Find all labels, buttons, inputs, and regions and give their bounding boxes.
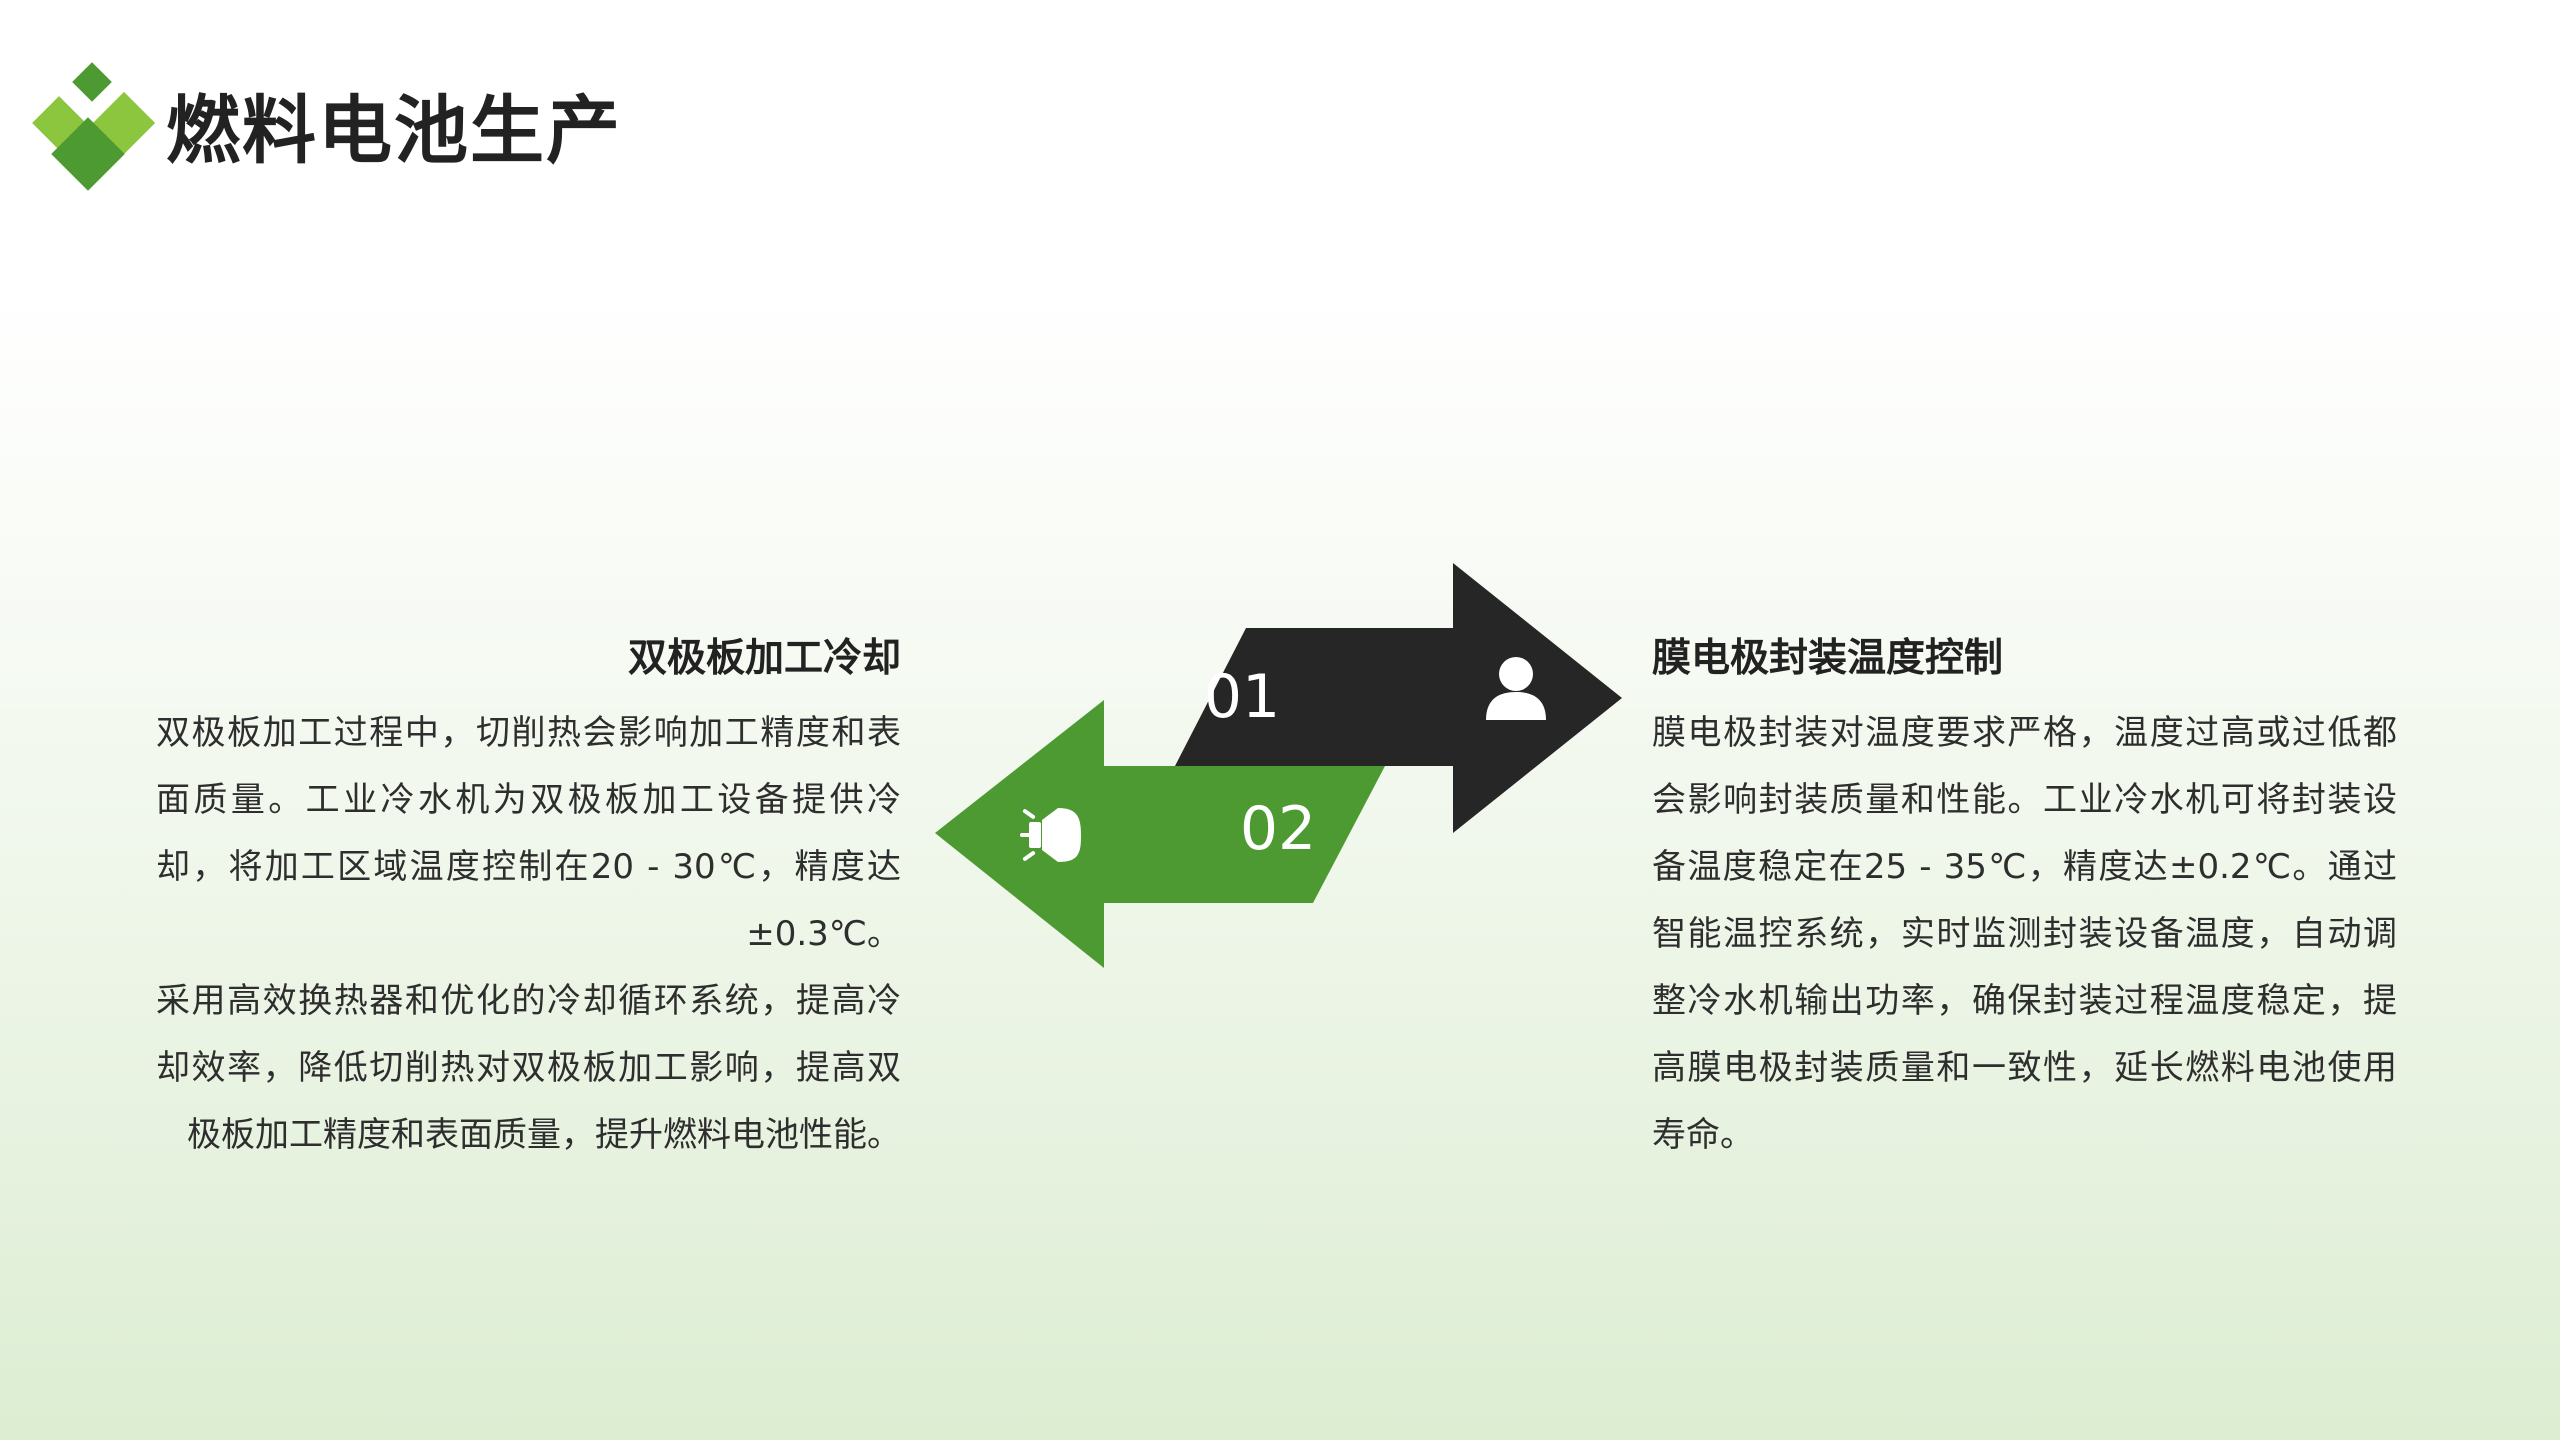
arrow-graphic: 01 02 — [930, 560, 1630, 980]
arrow-01-number: 01 — [1204, 662, 1280, 732]
megaphone-icon — [1020, 808, 1081, 862]
page-header: 燃料电池生产 — [30, 62, 622, 191]
arrow-02-body — [935, 700, 1385, 968]
right-section-paragraph-1: 膜电极封装对温度要求严格，温度过高或过低都会影响封装质量和性能。工业冷水机可将封… — [1652, 713, 2397, 1155]
left-section-paragraph-1: 双极板加工过程中，切削热会影响加工精度和表面质量。工业冷水机为双极板加工设备提供… — [156, 713, 901, 954]
right-section: 膜电极封装温度控制 膜电极封装对温度要求严格，温度过高或过低都会影响封装质量和性… — [1652, 628, 2397, 1169]
left-section: 双极板加工冷却 双极板加工过程中，切削热会影响加工精度和表面质量。工业冷水机为双… — [156, 628, 901, 1169]
user-icon — [1486, 657, 1546, 720]
logo-diamond-top — [72, 62, 112, 102]
arrow-01-body — [1175, 563, 1622, 833]
right-section-heading: 膜电极封装温度控制 — [1652, 636, 2004, 681]
arrow-01-shape — [1245, 560, 1248, 628]
left-section-heading: 双极板加工冷却 — [627, 636, 901, 681]
arrow-02-number: 02 — [1240, 794, 1316, 864]
logo-diamonds-icon — [30, 62, 166, 191]
left-section-paragraph-2: 采用高效换热器和优化的冷却循环系统，提高冷却效率，降低切削热对双极板加工影响，提… — [156, 981, 901, 1155]
page-title: 燃料电池生产 — [166, 87, 622, 174]
